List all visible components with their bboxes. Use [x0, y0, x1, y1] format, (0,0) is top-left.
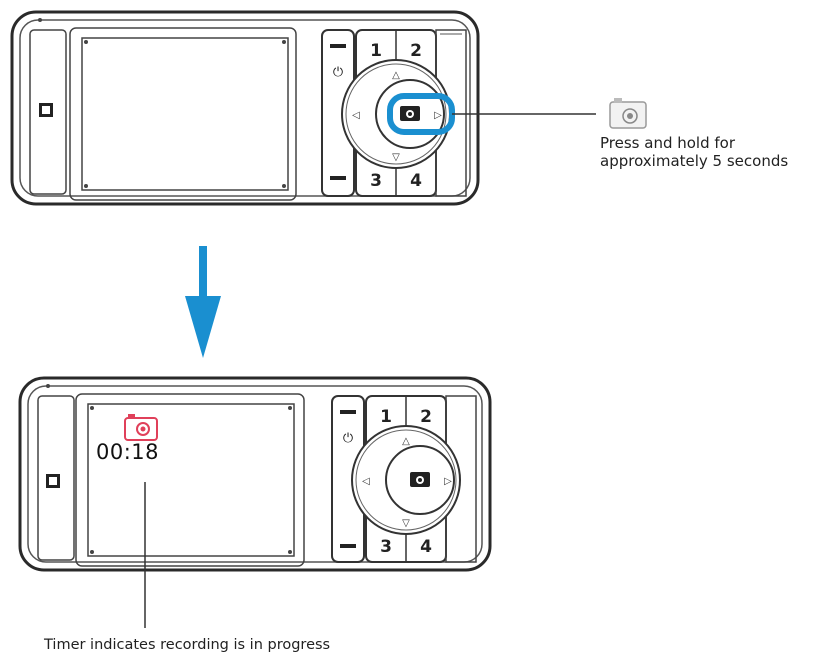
key-2[interactable]: 2	[420, 407, 432, 427]
menu-button[interactable]	[340, 410, 356, 414]
nav-down-icon[interactable]: ▽	[392, 152, 400, 163]
nav-down-icon[interactable]: ▽	[402, 518, 410, 529]
press-hold-label-line2: approximately 5 seconds	[600, 152, 789, 170]
key-3[interactable]: 3	[380, 537, 392, 557]
device-top: ⏻ 1 2 3 4 △ ▽ ◁ ▷	[10, 10, 596, 206]
timer-readout: 00:18	[96, 440, 160, 464]
screen-bezel	[69, 27, 297, 201]
nav-left-icon[interactable]: ◁	[362, 476, 370, 487]
key-1[interactable]: 1	[370, 41, 382, 61]
power-icon[interactable]: ⏻	[343, 431, 353, 446]
nav-left-icon[interactable]: ◁	[352, 110, 360, 121]
menu-button[interactable]	[330, 44, 346, 48]
timer-note-label: Timer indicates recording is in progress	[44, 637, 331, 653]
power-icon[interactable]: ⏻	[333, 65, 343, 80]
key-4[interactable]: 4	[410, 171, 422, 191]
screen	[87, 403, 295, 557]
back-button[interactable]	[340, 544, 356, 548]
nav-up-icon[interactable]: △	[402, 436, 410, 447]
nav-right-icon[interactable]: ▷	[444, 476, 452, 487]
press-hold-label-line1: Press and hold for	[600, 134, 735, 152]
down-arrow-icon	[185, 246, 221, 358]
back-button[interactable]	[330, 176, 346, 180]
camera-hint-icon	[609, 98, 647, 129]
screen	[81, 37, 289, 191]
recording-icon	[124, 414, 158, 441]
nav-right-icon[interactable]: ▷	[434, 110, 442, 121]
key-3[interactable]: 3	[370, 171, 382, 191]
key-4[interactable]: 4	[420, 537, 432, 557]
nav-up-icon[interactable]: △	[392, 70, 400, 81]
device-bottom: ⏻ 1 2 3 4 △ ▽ ◁ ▷	[18, 376, 492, 572]
key-2[interactable]: 2	[410, 41, 422, 61]
key-1[interactable]: 1	[380, 407, 392, 427]
screen-bezel	[75, 393, 305, 567]
